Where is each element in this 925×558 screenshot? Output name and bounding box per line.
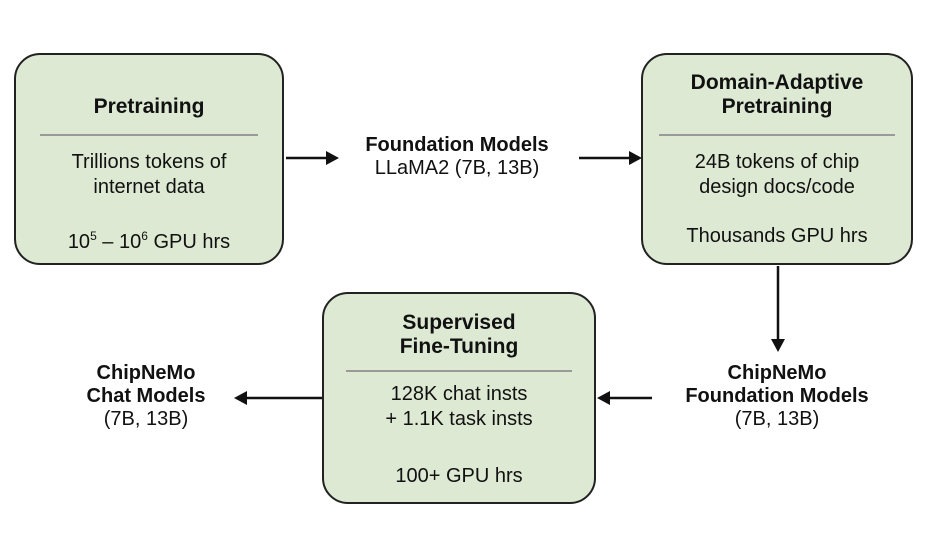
sft-title: Supervised Fine-Tuning (324, 311, 594, 359)
sft-divider (346, 370, 572, 372)
foundation-models-label: Foundation Models LLaMA2 (7B, 13B) (336, 134, 578, 180)
chipnemo-chat-detail: (7B, 13B) (103, 408, 189, 430)
dapt-description: 24B tokens of chip design docs/code (643, 150, 911, 200)
pretraining-box: Pretraining Trillions tokens of internet… (14, 53, 284, 265)
arrowhead-right-1 (326, 151, 339, 165)
gpu-exponent-1: 5 (90, 229, 97, 243)
arrowhead-left-1 (597, 391, 610, 405)
pretraining-title: Pretraining (93, 95, 205, 118)
gpu-range-separator: – (96, 231, 119, 253)
sft-gpu-hours: 100+ GPU hrs (395, 465, 523, 487)
foundation-models-title: Foundation Models (365, 134, 549, 156)
chipnemo-chat-title-line-2: Chat Models (86, 385, 206, 407)
dapt-description-line-2: design docs/code (699, 176, 855, 198)
dapt-description-line-1: 24B tokens of chip (694, 151, 860, 173)
gpu-base-1: 10 (67, 231, 91, 253)
pretraining-divider (40, 134, 258, 136)
foundation-models-detail: LLaMA2 (7B, 13B) (374, 157, 540, 179)
chipnemo-chat-label: ChipNeMo Chat Models (7B, 13B) (64, 362, 228, 431)
arrowhead-down (771, 339, 785, 352)
chipnemo-foundation-title-line-2: Foundation Models (685, 385, 869, 407)
gpu-exponent-2: 6 (141, 229, 148, 243)
sft-description-line-2: + 1.1K task insts (385, 408, 533, 430)
sft-title-line-1: Supervised (402, 311, 516, 334)
pretraining-gpu-hours: 105 – 106 GPU hrs (16, 230, 282, 254)
chipnemo-foundation-detail: (7B, 13B) (734, 408, 820, 430)
gpu-base-2: 10 (119, 231, 142, 253)
sft-box: Supervised Fine-Tuning 128K chat insts +… (322, 292, 596, 504)
dapt-box: Domain-Adaptive Pretraining 24B tokens o… (641, 53, 913, 265)
chipnemo-foundation-title-line-1: ChipNeMo (727, 362, 827, 384)
sft-description-line-1: 128K chat insts (390, 383, 528, 405)
sft-title-line-2: Fine-Tuning (399, 335, 519, 358)
arrowhead-left-2 (234, 391, 247, 405)
chipnemo-foundation-label: ChipNeMo Foundation Models (7B, 13B) (654, 362, 900, 431)
pretraining-description: Trillions tokens of internet data (16, 150, 282, 200)
sft-description: 128K chat insts + 1.1K task insts (324, 382, 594, 432)
dapt-divider (659, 134, 895, 136)
dapt-gpu-hours: Thousands GPU hrs (686, 225, 868, 247)
arrowhead-right-2 (629, 151, 642, 165)
chipnemo-chat-title-line-1: ChipNeMo (96, 362, 196, 384)
dapt-title-line-2: Pretraining (721, 95, 833, 118)
dapt-title: Domain-Adaptive Pretraining (643, 71, 911, 119)
pretraining-description-line-2: internet data (93, 176, 205, 198)
dapt-title-line-1: Domain-Adaptive (690, 71, 864, 94)
gpu-unit: GPU hrs (147, 231, 231, 253)
pretraining-description-line-1: Trillions tokens of (71, 151, 227, 173)
